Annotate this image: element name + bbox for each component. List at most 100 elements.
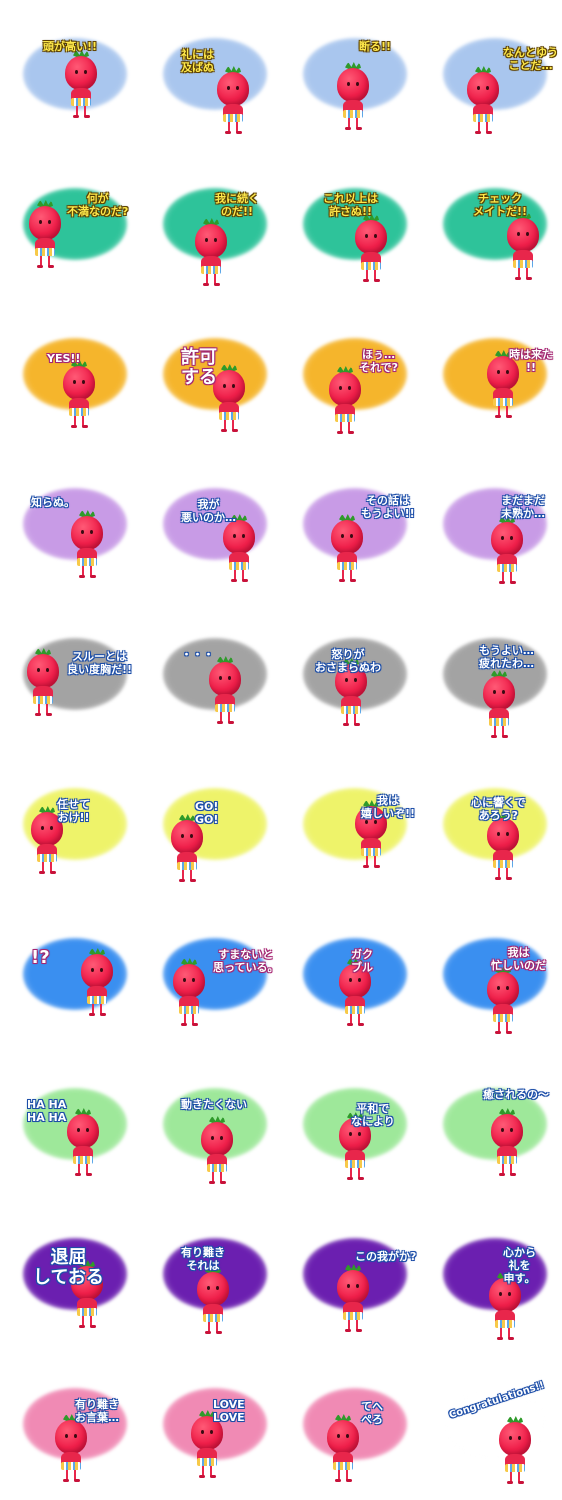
tomato-character-icon bbox=[349, 214, 393, 284]
sticker-caption: てへ ぺろ bbox=[361, 1400, 383, 1426]
sticker-26[interactable]: すまないと 思っている。 bbox=[141, 900, 281, 1048]
tomato-character-icon bbox=[189, 218, 233, 288]
tomato-character-icon bbox=[65, 510, 109, 580]
sticker-caption: YES!! bbox=[47, 352, 81, 365]
sticker-background bbox=[163, 38, 267, 110]
sticker-18[interactable]: ・・・ bbox=[141, 600, 281, 748]
tomato-character-icon bbox=[65, 1260, 109, 1330]
tomato-character-icon bbox=[333, 958, 377, 1028]
sticker-20[interactable]: もうよい… 疲れたわ… bbox=[421, 600, 561, 748]
sticker-6[interactable]: 我に続く のだ!! bbox=[141, 150, 281, 298]
sticker-caption: 癒されるの〜 bbox=[483, 1088, 549, 1101]
sticker-31[interactable]: 平和で なにより bbox=[281, 1050, 421, 1198]
sticker-caption: これ以上は 許さぬ!! bbox=[323, 192, 378, 218]
sticker-12[interactable]: 時は来た !! bbox=[421, 300, 561, 448]
sticker-caption: なんとゆう ことだ… bbox=[503, 46, 558, 72]
tomato-character-icon bbox=[185, 1410, 229, 1480]
sticker-background bbox=[303, 188, 407, 260]
tomato-character-icon bbox=[57, 360, 101, 430]
sticker-28[interactable]: 我は 忙しいのだ bbox=[421, 900, 561, 1048]
tomato-character-icon bbox=[21, 648, 65, 718]
sticker-22[interactable]: GO! GO! bbox=[141, 750, 281, 898]
sticker-2[interactable]: 礼には 及ばぬ bbox=[141, 0, 281, 148]
sticker-caption: 我が 悪いのか… bbox=[181, 498, 236, 524]
sticker-11[interactable]: ほぅ… それで? bbox=[281, 300, 421, 448]
sticker-17[interactable]: スルーとは 良い度胸だ!! bbox=[1, 600, 141, 748]
sticker-13[interactable]: 知らぬ。 bbox=[1, 450, 141, 598]
sticker-caption: ・・・ bbox=[181, 648, 214, 661]
sticker-caption: スルーとは 良い度胸だ!! bbox=[67, 650, 133, 676]
sticker-32[interactable]: 癒されるの〜 bbox=[421, 1050, 561, 1198]
tomato-character-icon bbox=[485, 1108, 529, 1178]
sticker-40[interactable]: Congratulations!! bbox=[421, 1350, 561, 1498]
sticker-caption: 礼には 及ばぬ bbox=[181, 48, 214, 74]
tomato-character-icon bbox=[481, 350, 525, 420]
sticker-caption: 我に続く のだ!! bbox=[215, 192, 259, 218]
tomato-character-icon bbox=[481, 812, 525, 882]
sticker-caption: 有り難き それは bbox=[181, 1246, 225, 1272]
sticker-5[interactable]: 何が 不満なのだ? bbox=[1, 150, 141, 298]
sticker-caption: 我は 嬉しいぞ!! bbox=[361, 794, 416, 820]
sticker-34[interactable]: 有り難き それは bbox=[141, 1200, 281, 1348]
sticker-19[interactable]: 怒りが おさまらぬわ bbox=[281, 600, 421, 748]
sticker-caption: GO! GO! bbox=[195, 800, 219, 826]
tomato-character-icon bbox=[167, 958, 211, 1028]
sticker-caption: HA HA HA HA bbox=[27, 1098, 67, 1124]
sticker-27[interactable]: ガク ブル bbox=[281, 900, 421, 1048]
tomato-character-icon bbox=[191, 1266, 235, 1336]
tomato-character-icon bbox=[217, 514, 261, 584]
sticker-caption: 知らぬ。 bbox=[31, 496, 75, 509]
sticker-caption: LOVE LOVE bbox=[213, 1398, 245, 1424]
tomato-character-icon bbox=[325, 514, 369, 584]
tomato-character-icon bbox=[481, 966, 525, 1036]
sticker-23[interactable]: 我は 嬉しいぞ!! bbox=[281, 750, 421, 898]
sticker-7[interactable]: これ以上は 許さぬ!! bbox=[281, 150, 421, 298]
sticker-36[interactable]: 心から 礼を 申す。 bbox=[421, 1200, 561, 1348]
tomato-character-icon bbox=[321, 1414, 365, 1484]
sticker-14[interactable]: 我が 悪いのか… bbox=[141, 450, 281, 598]
tomato-character-icon bbox=[461, 66, 505, 136]
sticker-caption: 有り難き お言葉… bbox=[75, 1398, 119, 1424]
tomato-character-icon bbox=[485, 516, 529, 586]
sticker-35[interactable]: この我がか? bbox=[281, 1200, 421, 1348]
sticker-33[interactable]: 退屈 しておる bbox=[1, 1200, 141, 1348]
tomato-character-icon bbox=[333, 1112, 377, 1182]
sticker-9[interactable]: YES!! bbox=[1, 300, 141, 448]
sticker-caption: 心に響くで あろう? bbox=[471, 796, 526, 822]
tomato-character-icon bbox=[323, 366, 367, 436]
sticker-38[interactable]: LOVE LOVE bbox=[141, 1350, 281, 1498]
sticker-caption: その話は もうよい!! bbox=[361, 494, 415, 520]
tomato-character-icon bbox=[331, 1264, 375, 1334]
sticker-30[interactable]: 動きたくない bbox=[141, 1050, 281, 1198]
sticker-39[interactable]: てへ ぺろ bbox=[281, 1350, 421, 1498]
sticker-8[interactable]: チェック メイトだ!! bbox=[421, 150, 561, 298]
sticker-caption: まだまだ 未熟か… bbox=[501, 494, 545, 520]
sticker-4[interactable]: なんとゆう ことだ… bbox=[421, 0, 561, 148]
tomato-character-icon bbox=[59, 50, 103, 120]
sticker-caption: 平和で なにより bbox=[351, 1102, 395, 1128]
sticker-caption: 許可 する bbox=[181, 347, 217, 388]
sticker-caption: 何が 不満なのだ? bbox=[67, 192, 129, 218]
sticker-37[interactable]: 有り難き お言葉… bbox=[1, 1350, 141, 1498]
sticker-24[interactable]: 心に響くで あろう? bbox=[421, 750, 561, 898]
sticker-caption: ガク ブル bbox=[351, 948, 373, 974]
sticker-15[interactable]: その話は もうよい!! bbox=[281, 450, 421, 598]
sticker-21[interactable]: 任せて おけ!! bbox=[1, 750, 141, 898]
sticker-10[interactable]: 許可 する bbox=[141, 300, 281, 448]
tomato-character-icon bbox=[203, 656, 247, 726]
tomato-character-icon bbox=[329, 658, 373, 728]
sticker-caption: 我は 忙しいのだ bbox=[491, 946, 546, 972]
sticker-1[interactable]: 頭が高い!! bbox=[1, 0, 141, 148]
sticker-caption: もうよい… 疲れたわ… bbox=[479, 644, 534, 670]
tomato-character-icon bbox=[25, 806, 69, 876]
tomato-character-icon bbox=[207, 364, 251, 434]
tomato-character-icon bbox=[349, 800, 393, 870]
sticker-25[interactable]: !? bbox=[1, 900, 141, 1048]
tomato-character-icon bbox=[501, 212, 545, 282]
sticker-caption: すまないと 思っている。 bbox=[213, 948, 279, 974]
sticker-caption: ほぅ… それで? bbox=[359, 348, 399, 374]
sticker-3[interactable]: 断る!! bbox=[281, 0, 421, 148]
sticker-16[interactable]: まだまだ 未熟か… bbox=[421, 450, 561, 598]
sticker-29[interactable]: HA HA HA HA bbox=[1, 1050, 141, 1198]
